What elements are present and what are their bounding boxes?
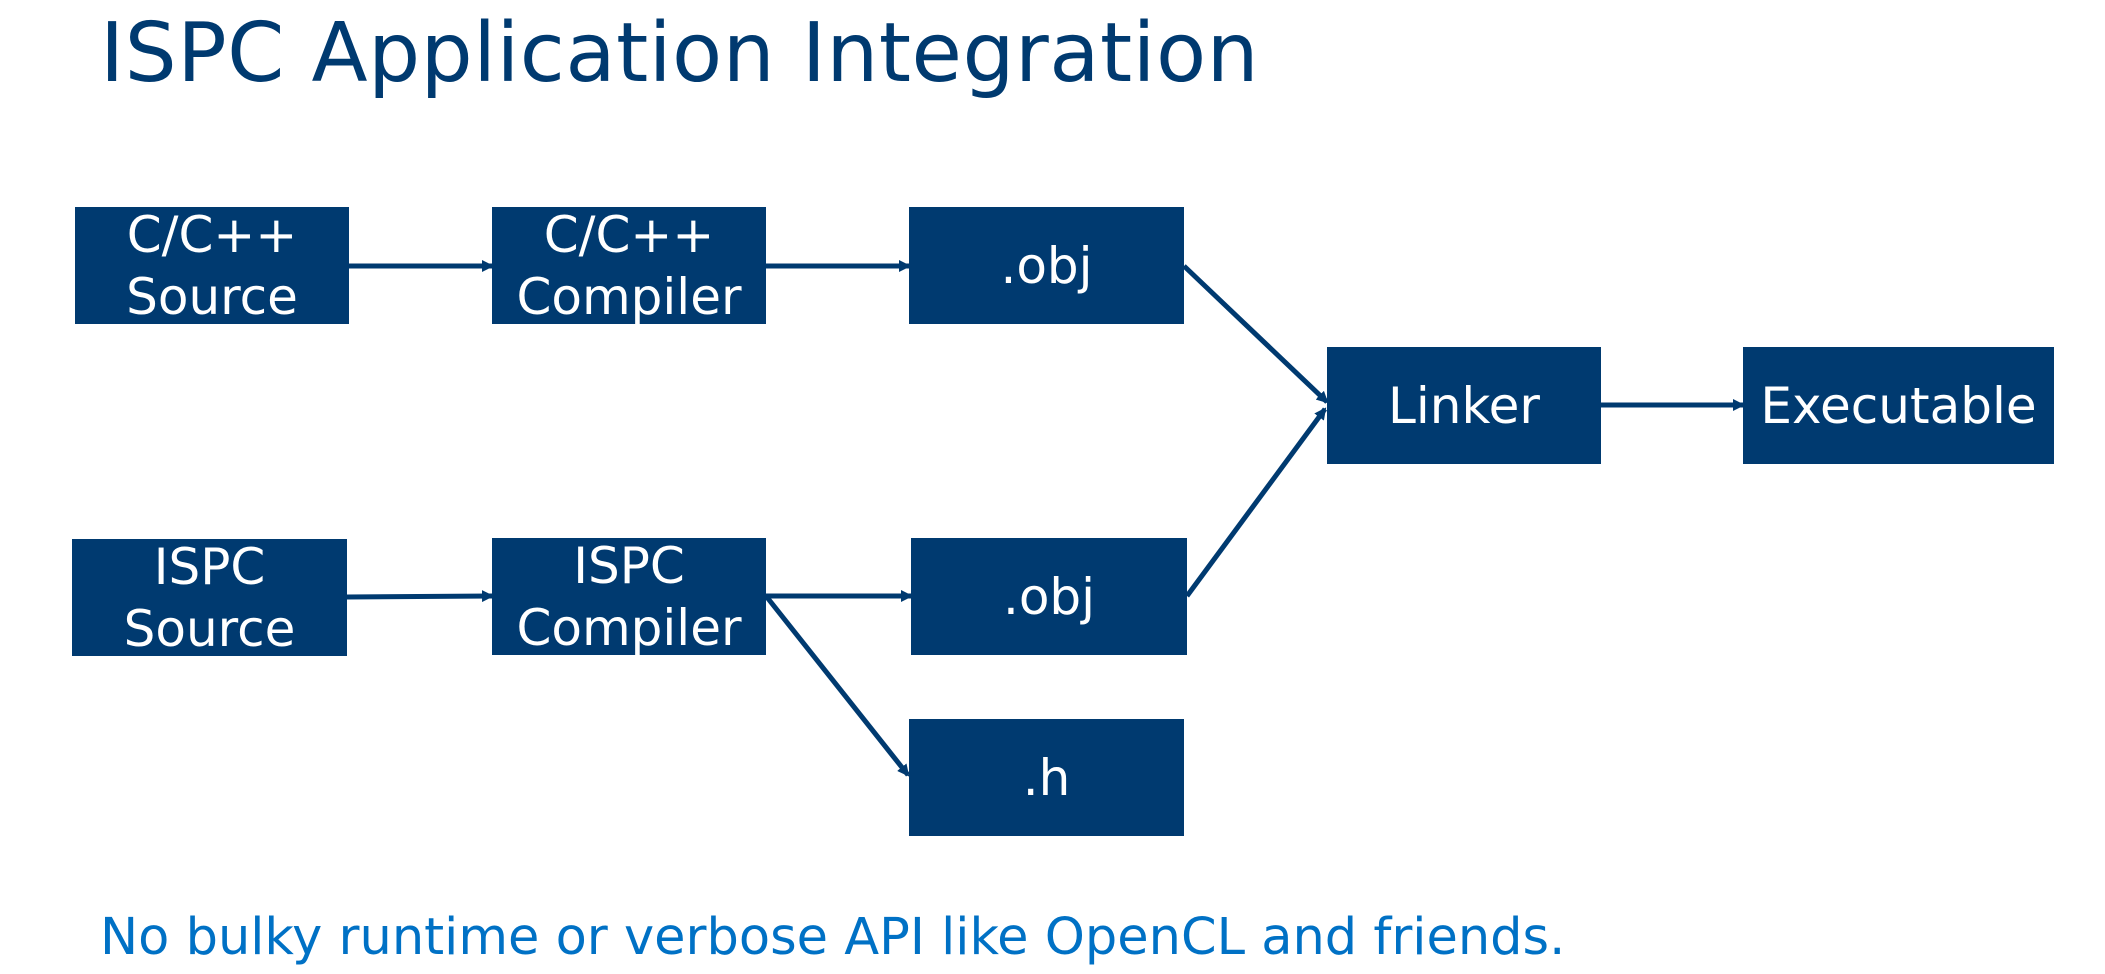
- edge-obj-bottom-to-linker: [1184, 407, 1328, 598]
- executable-label: Executable: [1760, 376, 2037, 435]
- cpp-source-label-line2: Source: [126, 267, 298, 326]
- cpp-source-node: C/C++ Source: [75, 205, 349, 326]
- executable-node: Executable: [1743, 347, 2054, 464]
- obj-bottom-node: .obj: [911, 538, 1187, 655]
- header-label: .h: [1022, 748, 1071, 807]
- ispc-source-label-line2: Source: [123, 599, 296, 658]
- cpp-compiler-label-line1: C/C++: [543, 205, 715, 264]
- ispc-compiler-label-line1: ISPC: [573, 536, 685, 595]
- ispc-compiler-node: ISPC Compiler: [492, 536, 766, 657]
- edge-ispc-source-to-ispc-compiler: [346, 590, 494, 603]
- linker-label: Linker: [1388, 376, 1540, 435]
- ispc-source-node: ISPC Source: [72, 537, 347, 658]
- slide-title: ISPC Application Integration: [100, 6, 1260, 101]
- edge-ispc-compiler-to-header: [764, 594, 910, 777]
- header-node: .h: [909, 719, 1184, 836]
- obj-top-label: .obj: [1000, 236, 1093, 295]
- obj-bottom-label: .obj: [1002, 567, 1096, 626]
- ispc-source-label-line1: ISPC: [153, 537, 266, 596]
- cpp-compiler-node: C/C++ Compiler: [492, 205, 766, 326]
- cpp-compiler-label-line2: Compiler: [516, 267, 742, 326]
- obj-top-node: .obj: [909, 207, 1184, 324]
- footnote: No bulky runtime or verbose API like Ope…: [100, 908, 1566, 967]
- edge-obj-top-to-linker: [1182, 264, 1329, 404]
- cpp-source-label-line1: C/C++: [126, 205, 298, 264]
- linker-node: Linker: [1327, 347, 1601, 464]
- ispc-compiler-label-line2: Compiler: [516, 598, 742, 657]
